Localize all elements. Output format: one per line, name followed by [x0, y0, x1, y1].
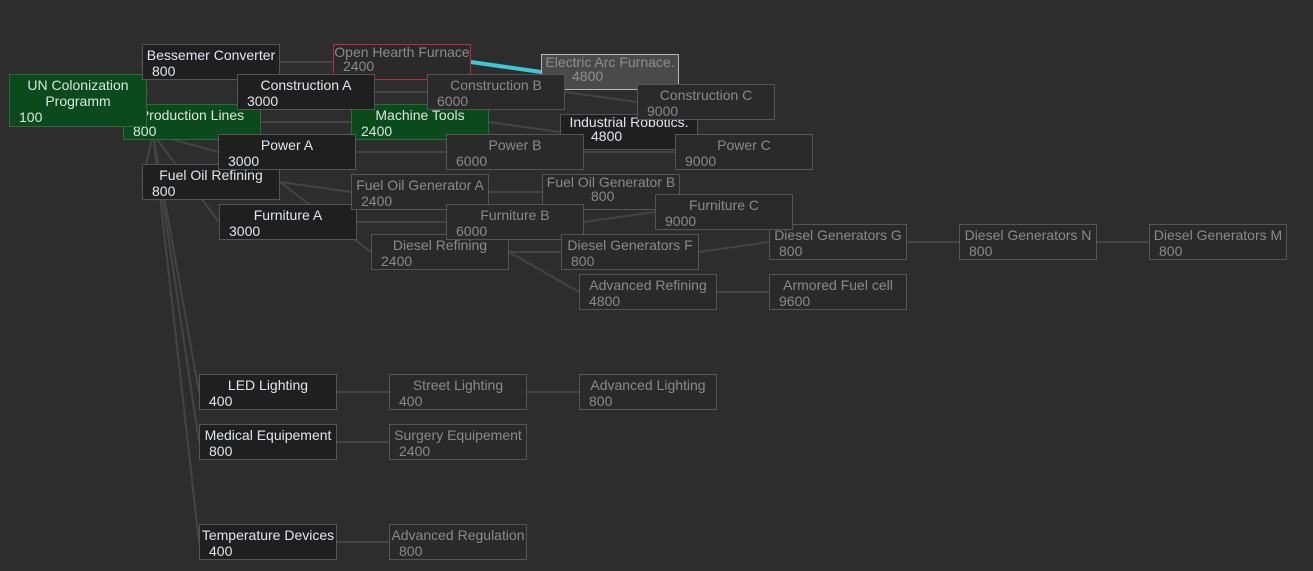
tech-cost: 100: [19, 109, 43, 125]
tech-cost: 2400: [381, 253, 413, 269]
edge-openhearth-electricarc: [470, 60, 542, 74]
tech-cost: 2400: [361, 123, 393, 139]
tech-title: Temperature Devices: [201, 527, 335, 543]
tech-title: Power A: [260, 137, 314, 153]
tech-title: Surgery Equipement: [394, 427, 522, 443]
tech-title: Fuel Oil Refining: [159, 167, 263, 183]
tech-cost: 3000: [229, 223, 261, 239]
tech-title: Electric Arc Furnace.: [545, 54, 675, 70]
tech-cost: 400: [209, 543, 233, 559]
tech-title: Diesel Refining: [392, 237, 488, 253]
tech-cost: 2400: [399, 443, 431, 459]
tech-title: Power B: [488, 137, 542, 153]
tech-title: UN Colonization Programm: [27, 77, 129, 109]
edge-dieselref-advref: [508, 251, 580, 293]
tech-title: Diesel Generators F: [567, 237, 693, 253]
tech-cost: 800: [571, 253, 595, 269]
tech-title: Construction A: [260, 77, 352, 93]
tech-cost: 800: [133, 123, 157, 139]
tech-cost: 2400: [343, 58, 375, 74]
tech-title: Furniture C: [688, 197, 760, 213]
tech-title: LED Lighting: [227, 377, 309, 393]
tech-cost: 800: [1159, 243, 1183, 259]
edge-machinetools-robotics: [488, 121, 561, 133]
tech-cost: 9000: [647, 103, 679, 119]
tech-cost: 800: [591, 188, 615, 204]
tech-cost: 800: [399, 543, 423, 559]
tech-title: Armored Fuel cell: [783, 277, 893, 293]
tech-cost: 800: [779, 243, 803, 259]
tech-cost: 800: [152, 63, 176, 79]
tech-cost: 9600: [779, 293, 811, 309]
tech-cost: 4800: [572, 68, 604, 84]
tech-cost: 4800: [589, 293, 621, 309]
tech-title: Diesel Generators N: [964, 227, 1092, 243]
tech-title: Open Hearth Furnace: [334, 44, 470, 60]
tech-cost: 400: [209, 393, 233, 409]
tech-cost: 3000: [228, 153, 260, 169]
tech-cost: 800: [209, 443, 233, 459]
tech-cost: 800: [589, 393, 613, 409]
edge-furnb-furnc: [583, 211, 656, 223]
tech-title: Medical Equipement: [204, 427, 332, 443]
tech-cost: 400: [399, 393, 423, 409]
tech-title: Bessemer Converter: [146, 47, 276, 63]
tech-cost: 3000: [247, 93, 279, 109]
tech-cost: 800: [969, 243, 993, 259]
tech-title: Advanced Lighting: [590, 377, 706, 393]
tech-title: Machine Tools: [375, 107, 465, 123]
tech-cost: 800: [152, 183, 176, 199]
tech-title: Street Lighting: [412, 377, 504, 393]
tech-cost: 4800: [591, 128, 623, 144]
tech-cost: 2400: [361, 193, 393, 209]
tech-cost: 6000: [456, 153, 488, 169]
tech-title: Construction B: [450, 77, 542, 93]
edge-constb-constc: [564, 91, 638, 103]
tech-title: Fuel Oil Generator B: [546, 174, 676, 190]
tech-title: Furniture A: [253, 207, 323, 223]
tech-title: Production Lines: [139, 107, 245, 123]
tech-title: Fuel Oil Generator A: [356, 177, 484, 193]
tech-cost: 6000: [456, 223, 488, 239]
tech-title: Power C: [717, 137, 771, 153]
tech-cost: 6000: [437, 93, 469, 109]
tech-title: Diesel Generators M: [1153, 227, 1283, 243]
edge-dgenf-dgeng: [698, 241, 770, 253]
edge-prodlines-temp: [152, 133, 200, 543]
tech-title: Diesel Generators G: [774, 227, 902, 243]
tech-cost: 9000: [685, 153, 717, 169]
tech-cost: 9000: [665, 213, 697, 229]
tech-title: Construction C: [659, 87, 753, 103]
tech-title: Advanced Regulation: [391, 527, 525, 543]
tech-title: Furniture B: [480, 207, 550, 223]
edge-fueloilref-fogena: [279, 181, 352, 193]
tech-title: Advanced Refining: [589, 277, 707, 293]
